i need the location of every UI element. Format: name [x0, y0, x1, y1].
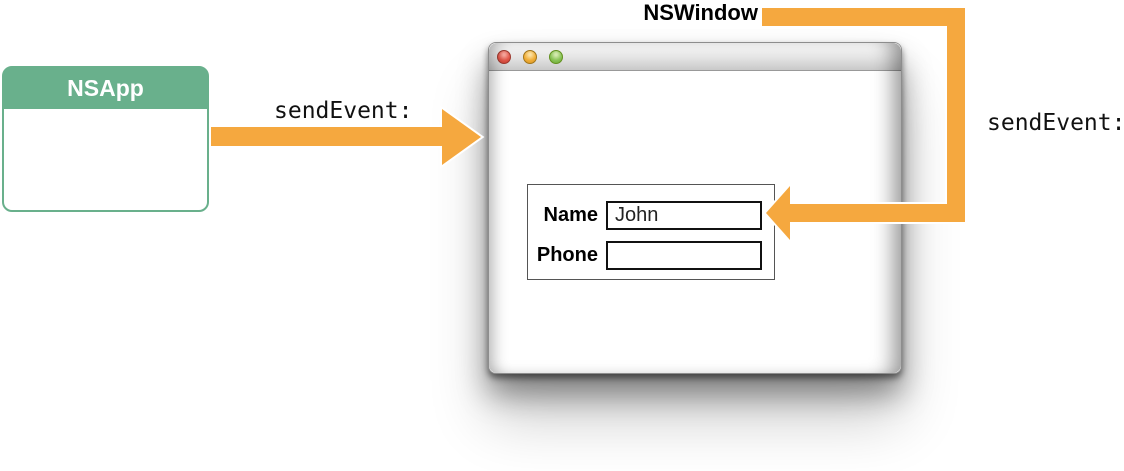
minimize-button[interactable] — [523, 50, 537, 64]
name-input[interactable] — [606, 201, 762, 230]
nswindow-window: Name Phone — [488, 42, 902, 374]
name-field-label: Name — [543, 204, 598, 226]
zoom-button[interactable] — [549, 50, 563, 64]
phone-field-label: Phone — [536, 244, 598, 266]
nsapp-header: NSApp — [4, 68, 207, 109]
form-group-box: Name Phone — [527, 184, 775, 280]
phone-input[interactable] — [606, 241, 762, 270]
window-titlebar[interactable] — [489, 43, 901, 71]
nswindow-label: NSWindow — [643, 0, 758, 25]
nsapp-label: NSApp — [67, 75, 144, 101]
nsapp-class-box: NSApp — [2, 66, 209, 212]
send-event-label-left: sendEvent: — [274, 98, 413, 124]
send-event-label-right: sendEvent: — [987, 110, 1124, 136]
close-button[interactable] — [497, 50, 511, 64]
